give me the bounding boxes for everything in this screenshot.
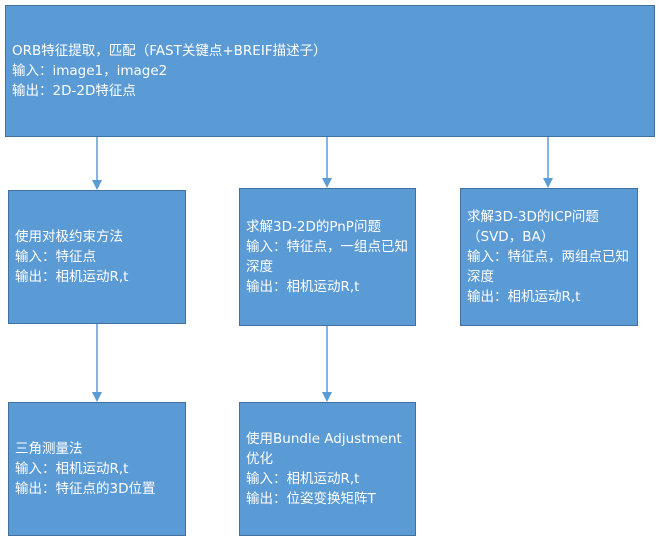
pnp-problem-box: 求解3D-2D的PnP问题 输入：特征点，一组点已知深度 输出：相机运动R,t xyxy=(239,188,416,326)
ba-input: 输入：相机运动R,t xyxy=(246,471,360,487)
pnp-input: 输入：特征点，一组点已知深度 xyxy=(246,239,408,275)
arrow-epipolar-to-triangulation xyxy=(92,324,102,402)
orb-output: 输出：2D-2D特征点 xyxy=(12,83,136,99)
triangulation-box: 三角测量法 输入：相机运动R,t 输出：特征点的3D位置 xyxy=(8,402,186,536)
triangulation-output: 输出：特征点的3D位置 xyxy=(15,481,156,497)
bundle-adjustment-box: 使用Bundle Adjustment优化 输入：相机运动R,t 输出：位姿变换… xyxy=(239,402,416,536)
orb-title: ORB特征提取，匹配（FAST关键点+BREIF描述子） xyxy=(12,43,327,59)
triangulation-input: 输入：相机运动R,t xyxy=(15,461,129,477)
arrow-top-to-icp xyxy=(543,137,553,188)
icp-input: 输入：特征点，两组点已知深度 xyxy=(467,249,629,285)
orb-feature-extraction-box: ORB特征提取，匹配（FAST关键点+BREIF描述子） 输入：image1，i… xyxy=(5,5,655,137)
pnp-output: 输出：相机运动R,t xyxy=(246,279,360,295)
epipolar-output: 输出：相机运动R,t xyxy=(15,269,129,285)
epipolar-title: 使用对极约束方法 xyxy=(15,229,123,245)
ba-title: 使用Bundle Adjustment优化 xyxy=(246,431,402,467)
arrow-top-to-pnp xyxy=(322,137,332,188)
orb-input: 输入：image1，image2 xyxy=(12,63,168,79)
arrow-pnp-to-ba xyxy=(322,326,332,402)
icp-output: 输出：相机运动R,t xyxy=(467,289,581,305)
icp-problem-box: 求解3D-3D的ICP问题（SVD，BA） 输入：特征点，两组点已知深度 输出：… xyxy=(460,188,638,326)
icp-title: 求解3D-3D的ICP问题（SVD，BA） xyxy=(467,209,599,245)
pnp-title: 求解3D-2D的PnP问题 xyxy=(246,219,381,235)
ba-output: 输出：位姿变换矩阵T xyxy=(246,491,376,507)
triangulation-title: 三角测量法 xyxy=(15,441,83,457)
arrow-top-to-epipolar xyxy=(92,137,102,190)
epipolar-input: 输入：特征点 xyxy=(15,249,96,265)
epipolar-constraint-box: 使用对极约束方法 输入：特征点 输出：相机运动R,t xyxy=(8,190,186,324)
